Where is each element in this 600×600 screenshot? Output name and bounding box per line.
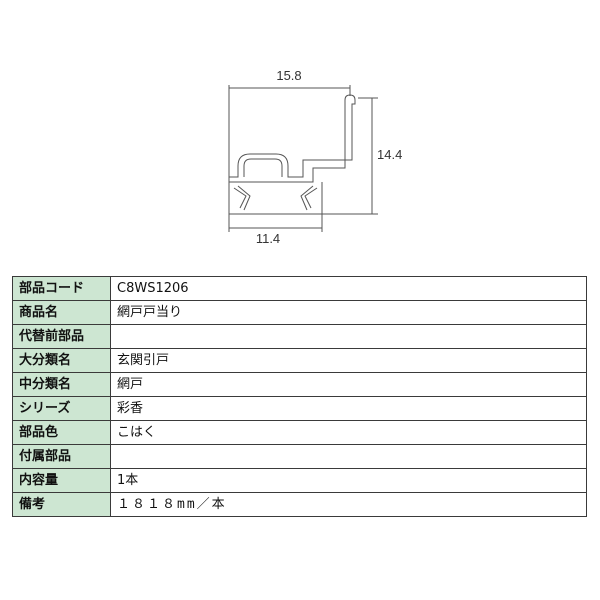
profile-drawing: 15.8 14.4 11.4 [228,68,402,246]
spec-value: 網戸戸当り [110,300,587,325]
spec-label: 中分類名 [12,372,111,397]
spec-label: シリーズ [12,396,111,421]
spec-row: 付属部品 [12,444,587,469]
spec-value: １８１８mm／本 [110,492,587,517]
dimension-label-height: 14.4 [377,147,402,162]
profile-left-lip [233,185,251,211]
spec-value: 網戸 [110,372,587,397]
spec-label: 部品色 [12,420,111,445]
spec-label: 内容量 [12,468,111,493]
spec-label: 商品名 [12,300,111,325]
spec-row: 中分類名網戸 [12,372,587,397]
dimension-label-top-width: 15.8 [276,68,301,83]
spec-row: シリーズ彩香 [12,396,587,421]
spec-value: 玄関引戸 [110,348,587,373]
spec-label: 大分類名 [12,348,111,373]
spec-label: 備考 [12,492,111,517]
profile-outline [228,94,356,183]
spec-value: 彩香 [110,396,587,421]
spec-row: 部品色こはく [12,420,587,445]
dimension-label-bottom-width: 11.4 [256,231,280,246]
profile-right-lip [300,185,318,211]
spec-value [110,444,587,469]
spec-label: 代替前部品 [12,324,111,349]
spec-label: 付属部品 [12,444,111,469]
spec-row: 大分類名玄関引戸 [12,348,587,373]
spec-value [110,324,587,349]
profile-inner-slot [243,158,283,177]
spec-value: C8WS1206 [110,276,587,301]
spec-row: 代替前部品 [12,324,587,349]
spec-value: 1本 [110,468,587,493]
profile-base [228,182,323,215]
spec-label: 部品コード [12,276,111,301]
spec-value: こはく [110,420,587,445]
spec-row: 商品名網戸戸当り [12,300,587,325]
